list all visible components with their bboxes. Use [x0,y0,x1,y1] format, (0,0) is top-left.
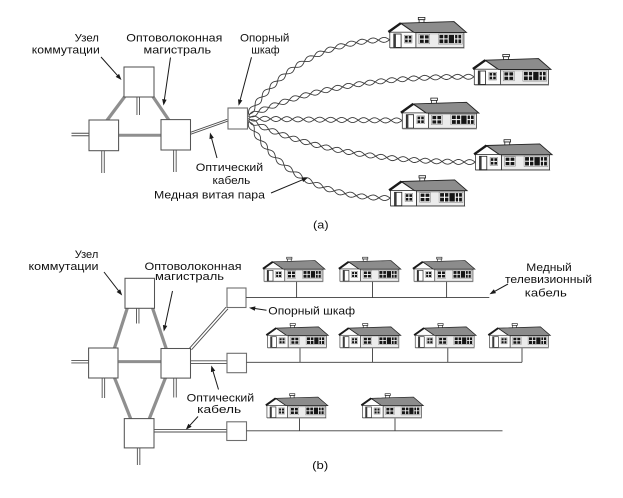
svg-text:Опорный: Опорный [240,32,289,44]
svg-text:Узел: Узел [75,249,99,261]
svg-text:Медная витая пара: Медная витая пара [154,189,266,201]
svg-text:коммутации: коммутации [29,261,99,273]
svg-text:магистраль: магистраль [144,44,212,56]
svg-text:кабель: кабель [197,404,241,416]
svg-text:(b): (b) [312,460,328,472]
svg-text:шкаф: шкаф [251,44,279,56]
svg-text:коммутации: коммутации [32,44,100,56]
svg-text:магистраль: магистраль [155,271,224,283]
svg-text:Медный: Медный [526,262,572,274]
svg-text:Оптоволоконная: Оптоволоконная [126,32,222,44]
svg-text:кабель: кабель [525,287,567,299]
svg-text:Опорный шкаф: Опорный шкаф [268,306,355,318]
svg-text:телевизионный: телевизионный [505,274,592,286]
svg-text:Оптоволоконная: Оптоволоконная [145,261,242,273]
svg-text:кабель: кабель [213,175,251,187]
svg-text:(a): (a) [313,220,329,232]
svg-text:Узел: Узел [75,32,99,44]
svg-text:Оптический: Оптический [196,162,263,174]
svg-text:Оптический: Оптический [187,393,255,405]
